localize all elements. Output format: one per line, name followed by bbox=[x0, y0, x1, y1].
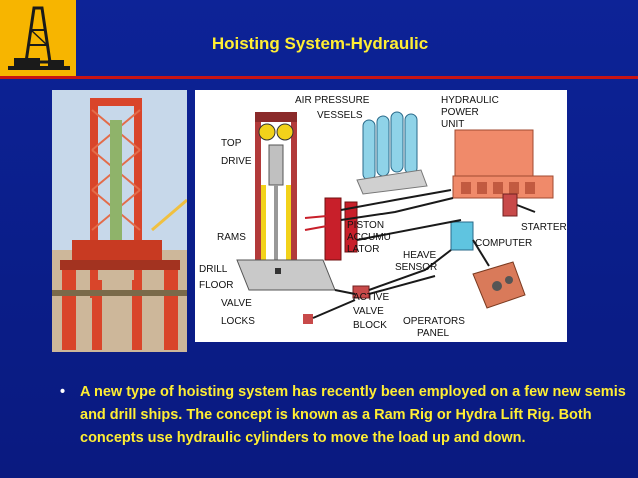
drilling-rig-logo-icon bbox=[0, 0, 76, 76]
bullet-dot-icon: • bbox=[60, 384, 66, 400]
label-active: ACTIVE bbox=[353, 292, 389, 303]
label-lator: LATOR bbox=[347, 244, 379, 255]
label-valve-2: VALVE bbox=[353, 306, 384, 317]
label-floor: FLOOR bbox=[199, 280, 233, 291]
label-unit: UNIT bbox=[441, 119, 464, 130]
label-sensor: SENSOR bbox=[395, 262, 437, 273]
rig-photo bbox=[52, 90, 187, 352]
label-locks: LOCKS bbox=[221, 316, 255, 327]
label-air-pressure: AIR PRESSURE bbox=[295, 95, 370, 106]
label-rams: RAMS bbox=[217, 232, 246, 243]
label-vessels: VESSELS bbox=[317, 110, 363, 121]
label-accumu: ACCUMU bbox=[347, 232, 391, 243]
label-heave: HEAVE bbox=[403, 250, 436, 261]
label-drill: DRILL bbox=[199, 264, 228, 275]
label-panel: PANEL bbox=[417, 328, 449, 339]
label-valve: VALVE bbox=[221, 298, 252, 309]
top-drive-structure bbox=[255, 112, 297, 290]
label-power: POWER bbox=[441, 107, 479, 118]
label-top: TOP bbox=[221, 138, 242, 149]
label-operators: OPERATORS bbox=[403, 316, 465, 327]
slide-title: Hoisting System-Hydraulic bbox=[211, 34, 429, 53]
label-piston: PISTON bbox=[347, 220, 384, 231]
bullet-text: A new type of hoisting system has recent… bbox=[80, 384, 626, 446]
hydraulic-system-diagram: AIR PRESSURE VESSELS HYDRAULIC POWER UNI… bbox=[195, 90, 567, 342]
label-drive: DRIVE bbox=[221, 156, 252, 167]
label-block: BLOCK bbox=[353, 320, 387, 331]
label-hydraulic: HYDRAULIC bbox=[441, 95, 499, 106]
title-divider bbox=[0, 76, 638, 79]
label-computer: COMPUTER bbox=[475, 238, 532, 249]
bullet-point: • A new type of hoisting system has rece… bbox=[60, 381, 630, 450]
label-starters: STARTERS bbox=[521, 222, 567, 233]
